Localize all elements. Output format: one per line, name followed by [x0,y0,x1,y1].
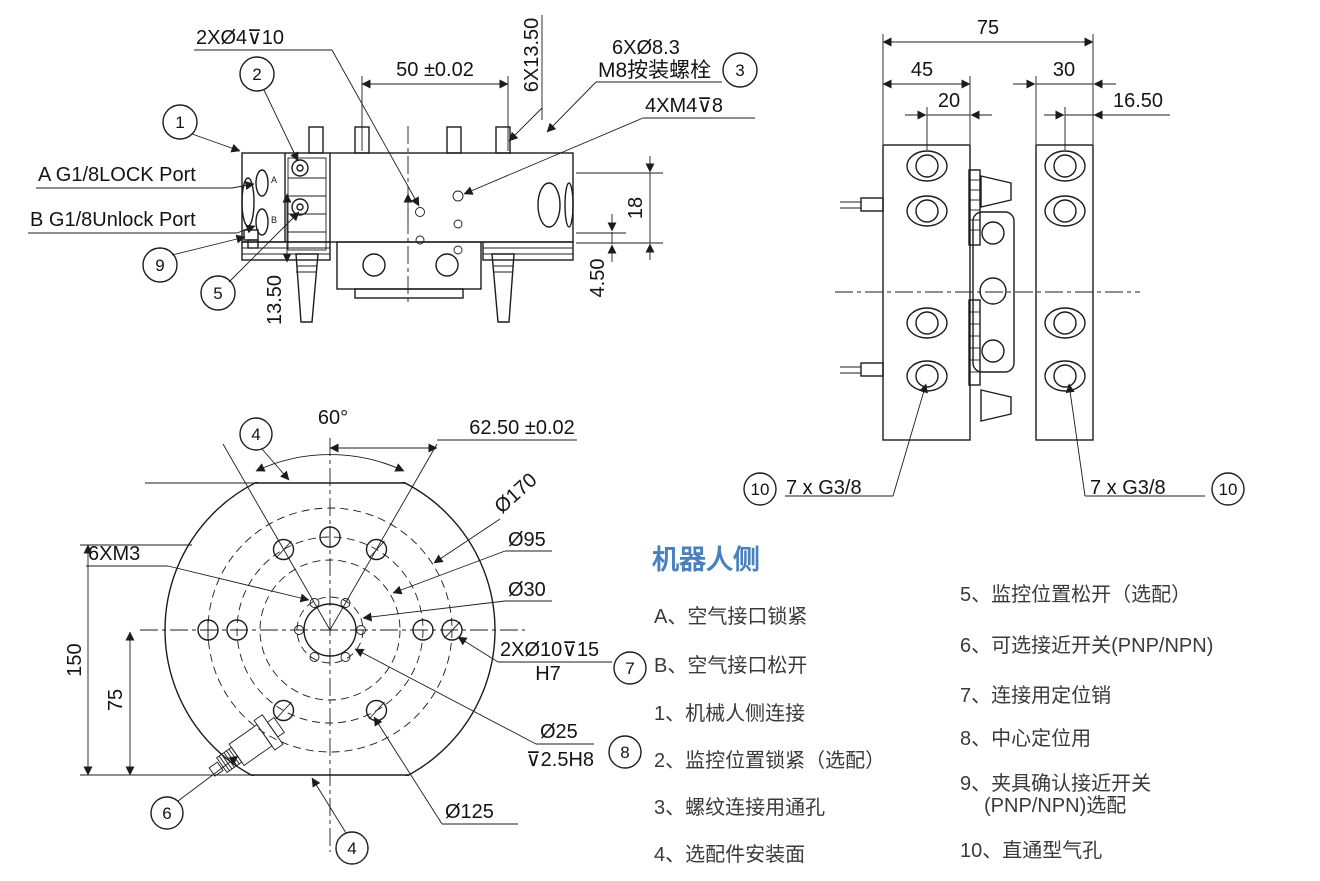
svg-text:6: 6 [162,804,171,823]
balloon-1: 1 [162,104,198,140]
dim-1350: 13.50 [264,275,286,325]
dim-1650: 16.50 [1113,90,1163,112]
legend-item-1: 1、机械人侧连接 [654,703,806,725]
lock-sensor [291,159,309,177]
dim-d95: Ø95 [508,529,546,551]
balloon-10-right: 10 [1211,472,1245,506]
note-4xm4: 4XM4⊽8 [645,95,723,117]
svg-text:5: 5 [213,284,222,303]
taper-pin [295,253,319,323]
legend-item-2: 2、监控位置锁紧（选配） [654,750,886,772]
taper-pin [491,253,515,323]
left-plate [882,144,971,441]
note-h7: H7 [535,663,561,685]
face-view: 60° 62.50 ±0.02 4 6XM3 Ø170 Ø95 Ø30 2XØ1… [64,407,647,865]
note-6x83: 6XØ8.3 [612,37,680,59]
legend-item-A: A、空气接口锁紧 [654,606,808,628]
center-bore [303,603,357,657]
svg-text:10: 10 [1219,480,1238,499]
dim-d30: Ø30 [508,579,546,601]
taper-pin [980,175,1012,208]
note-m8: M8按装螺栓 [598,59,711,82]
port-letter-b: B [271,215,277,225]
dim-75-face: 75 [105,689,127,711]
dim-150: 150 [64,643,86,676]
dim-6250: 62.50 ±0.02 [469,417,575,439]
balloon-3: 3 [722,52,758,88]
legend-item-7: 7、连接用定位销 [960,685,1112,707]
dim-18: 18 [625,197,647,219]
taper-pin [980,389,1012,422]
plates-view: 75 45 30 20 16.50 7 x G3/8 10 7 x G3/8 1… [743,17,1245,506]
legend-item-9-line1: 9、夹具确认接近开关 [960,773,1152,795]
port-a-ellipse [255,169,269,197]
svg-text:3: 3 [735,61,744,80]
dim-d170: Ø170 [490,469,541,518]
unlock-sensor [291,198,309,216]
svg-text:2: 2 [252,65,261,84]
clamp-block [336,241,482,290]
port-b-ellipse [255,208,269,236]
balloon-5: 5 [200,275,236,311]
stud [308,126,324,154]
legend-item-B: B、空气接口松开 [654,655,808,677]
legend-item-9-line2: (PNP/NPN)选配 [984,795,1127,817]
note-2x10: 2XØ10⊽15 [500,639,599,661]
port-b-label: B G1/8Unlock Port [30,209,196,231]
svg-text:9: 9 [155,256,164,275]
legend-item-9: 9、夹具确认接近开关 (PNP/NPN)选配 [960,773,1151,817]
legend-item-8: 8、中心定位用 [960,728,1092,750]
balloon-4-top: 4 [239,417,273,451]
side-view: A B [28,15,758,325]
legend-item-10: 10、直通型气孔 [960,840,1103,862]
svg-text:1: 1 [175,113,184,132]
plate-ports [906,150,1086,392]
right-plate [1035,144,1094,441]
port-note-left: 7 x G3/8 [786,477,862,499]
svg-text:4: 4 [347,839,356,858]
balloon-8: 8 [608,735,642,769]
port-a-label: A G1/8LOCK Port [38,164,196,186]
note-2x4: 2XØ4⊽10 [196,27,284,49]
dim-450: 4.50 [587,259,609,298]
port-letter-a: A [271,175,277,185]
balloon-7: 7 [613,651,647,685]
svg-text:8: 8 [620,743,629,762]
dim-d125: Ø125 [445,801,494,823]
stud [446,126,462,154]
dim-30: 30 [1053,59,1075,81]
balloon-2: 2 [239,56,275,92]
balloon-6: 6 [150,796,184,830]
dim-60: 60° [318,407,348,429]
note-6xm3: 6XM3 [88,543,140,565]
legend-item-4: 4、选配件安装面 [654,844,806,866]
legend-title: 机器人侧 [652,545,760,575]
dim-20: 20 [938,90,960,112]
legend-item-3: 3、螺纹连接用通孔 [654,797,826,819]
dim-45: 45 [911,59,933,81]
balloon-10-left: 10 [743,472,777,506]
balloon-4-bottom: 4 [335,831,369,865]
note-d25-depth: ⊽2.5H8 [526,749,594,771]
dim-50: 50 ±0.02 [396,59,474,81]
dim-75: 75 [977,17,999,39]
note-6x135: 6X13.50 [521,18,543,93]
svg-text:7: 7 [625,659,634,678]
svg-text:10: 10 [751,480,770,499]
svg-text:4: 4 [251,425,260,444]
clamp-assembly [968,169,1015,422]
port-note-right: 7 x G3/8 [1090,477,1166,499]
legend-item-6: 6、可选接近开关(PNP/NPN) [960,635,1214,657]
balloon-9: 9 [142,247,178,283]
dim-d25: Ø25 [540,721,578,743]
legend-item-5: 5、监控位置松开（选配） [960,584,1192,606]
